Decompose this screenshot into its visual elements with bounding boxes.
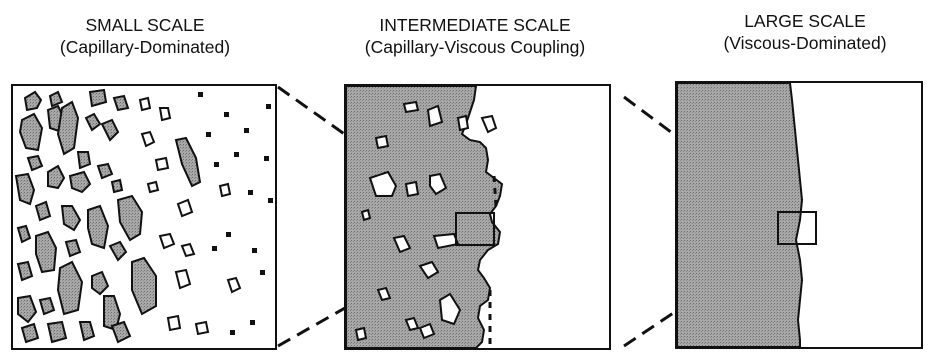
panel-small [12,85,276,349]
large-displacement-front [677,83,802,347]
panel-intermediate [345,85,610,349]
panel-large [676,82,922,348]
